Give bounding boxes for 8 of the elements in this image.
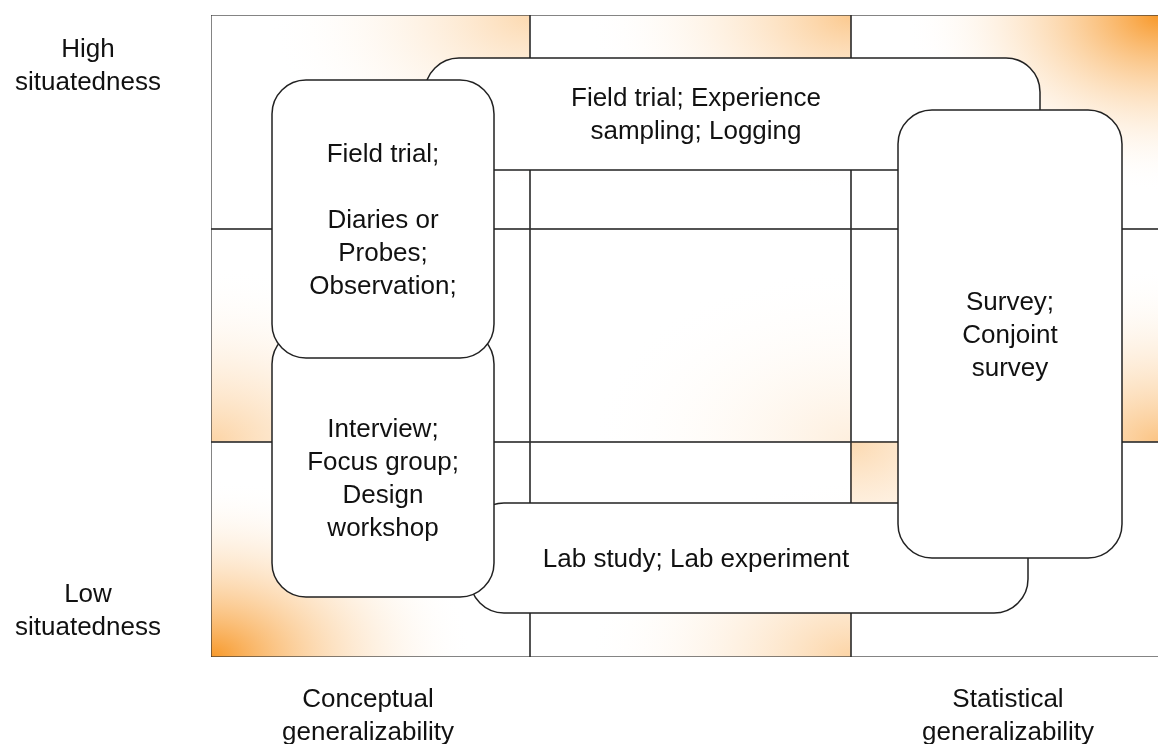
method-text: Field trial; bbox=[326, 136, 440, 170]
method-text: Field trial; Experience sampling; Logging bbox=[570, 81, 822, 147]
axis-label: High situatedness bbox=[14, 32, 162, 98]
method-text: Survey; Conjoint survey bbox=[961, 284, 1059, 384]
axis-label: Low situatedness bbox=[14, 577, 162, 643]
method-text: Interview; Focus group; Design workshop bbox=[306, 411, 460, 544]
method-text: Lab study; Lab experiment bbox=[542, 541, 850, 575]
method-text: Diaries or Probes; Observation; bbox=[308, 202, 458, 302]
